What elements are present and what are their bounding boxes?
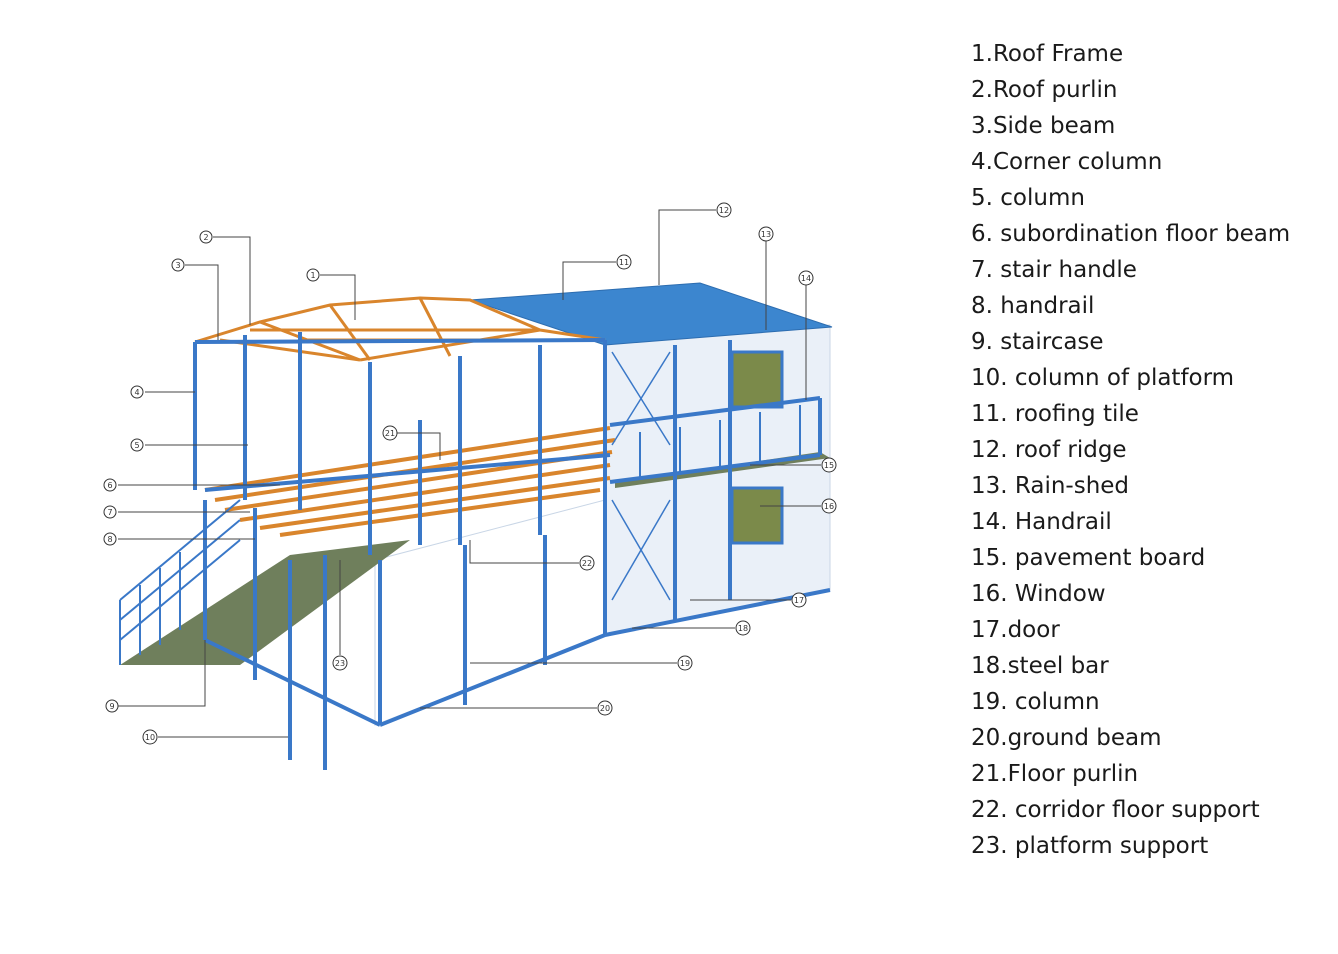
svg-text:7: 7 xyxy=(107,508,112,517)
callout-12: 12 xyxy=(716,202,732,218)
svg-text:9: 9 xyxy=(109,702,114,711)
legend-item: 6. subordination floor beam xyxy=(971,221,1291,247)
callout-14: 14 xyxy=(798,270,814,286)
callout-10: 10 xyxy=(142,729,158,745)
svg-text:1: 1 xyxy=(310,271,315,280)
callout-9: 9 xyxy=(105,699,119,713)
callout-8: 8 xyxy=(103,532,117,546)
callout-numbers: 1 2 3 4 5 6 7 8 9 10 11 12 13 14 15 16 1… xyxy=(103,202,837,745)
svg-text:15: 15 xyxy=(824,461,834,470)
legend-item: 7. stair handle xyxy=(971,257,1137,283)
callout-16: 16 xyxy=(821,498,837,514)
legend-item: 15. pavement board xyxy=(971,545,1206,571)
legend-item: 22. corridor floor support xyxy=(971,797,1260,823)
callout-2: 2 xyxy=(199,230,213,244)
callout-19: 19 xyxy=(677,655,693,671)
legend-item: 9. staircase xyxy=(971,329,1104,355)
callout-4: 4 xyxy=(130,385,144,399)
svg-text:21: 21 xyxy=(385,429,395,438)
callout-18: 18 xyxy=(735,620,751,636)
callout-22: 22 xyxy=(579,555,595,571)
callout-21: 21 xyxy=(382,425,398,441)
svg-text:8: 8 xyxy=(107,535,112,544)
svg-text:17: 17 xyxy=(794,596,804,605)
callout-3: 3 xyxy=(171,258,185,272)
callout-6: 6 xyxy=(103,478,117,492)
legend-item: 4.Corner column xyxy=(971,149,1163,175)
window-upper-shape xyxy=(730,350,784,409)
svg-text:3: 3 xyxy=(175,261,180,270)
svg-text:5: 5 xyxy=(134,441,139,450)
svg-text:16: 16 xyxy=(824,502,834,511)
svg-text:19: 19 xyxy=(680,659,690,668)
callout-leaders xyxy=(118,209,821,738)
legend-item: 17.door xyxy=(971,617,1060,643)
legend-item: 1.Roof Frame xyxy=(971,41,1124,67)
window-lower-shape xyxy=(730,486,784,545)
callout-15: 15 xyxy=(821,457,837,473)
legend-item: 18.steel bar xyxy=(971,653,1109,679)
callout-23: 23 xyxy=(332,655,348,671)
svg-text:20: 20 xyxy=(600,704,610,713)
svg-text:4: 4 xyxy=(134,388,139,397)
handrails xyxy=(119,405,801,665)
building-structure-diagram: 1 2 3 4 5 6 7 8 9 10 11 12 13 14 15 16 1… xyxy=(103,202,837,770)
svg-text:2: 2 xyxy=(203,233,208,242)
component-legend: 1.Roof Frame 2.Roof purlin 3.Side beam 4… xyxy=(971,36,1331,864)
legend-item: 13. Rain-shed xyxy=(971,473,1130,499)
legend-item: 10. column of platform xyxy=(971,365,1235,391)
callout-11: 11 xyxy=(616,254,632,270)
callout-1: 1 xyxy=(306,268,320,282)
legend-item: 19. column xyxy=(971,689,1100,715)
roofing-tile-shape xyxy=(469,282,833,346)
svg-text:12: 12 xyxy=(719,206,729,215)
callout-13: 13 xyxy=(758,226,774,242)
callout-17: 17 xyxy=(791,592,807,608)
legend-item: 23. platform support xyxy=(971,833,1209,859)
legend-item: 2.Roof purlin xyxy=(971,77,1118,103)
svg-text:18: 18 xyxy=(738,624,748,633)
svg-text:11: 11 xyxy=(619,258,629,267)
legend-item: 12. roof ridge xyxy=(971,437,1127,463)
svg-text:6: 6 xyxy=(107,481,112,490)
svg-text:22: 22 xyxy=(582,559,592,568)
callout-20: 20 xyxy=(597,700,613,716)
svg-text:23: 23 xyxy=(335,659,345,668)
staircase-shape xyxy=(120,540,410,665)
legend-item: 14. Handrail xyxy=(971,509,1112,535)
legend-item: 20.ground beam xyxy=(971,725,1162,751)
legend-item: 11. roofing tile xyxy=(971,401,1139,427)
svg-text:14: 14 xyxy=(801,274,811,283)
steel-bars xyxy=(611,351,671,601)
svg-text:10: 10 xyxy=(145,733,155,742)
legend-item: 5. column xyxy=(971,185,1085,211)
legend-item: 3.Side beam xyxy=(971,113,1116,139)
legend-item: 21.Floor purlin xyxy=(971,761,1139,787)
legend-item: 16. Window xyxy=(971,581,1106,607)
svg-text:13: 13 xyxy=(761,230,771,239)
legend-item: 8. handrail xyxy=(971,293,1095,319)
callout-5: 5 xyxy=(130,438,144,452)
callout-7: 7 xyxy=(103,505,117,519)
